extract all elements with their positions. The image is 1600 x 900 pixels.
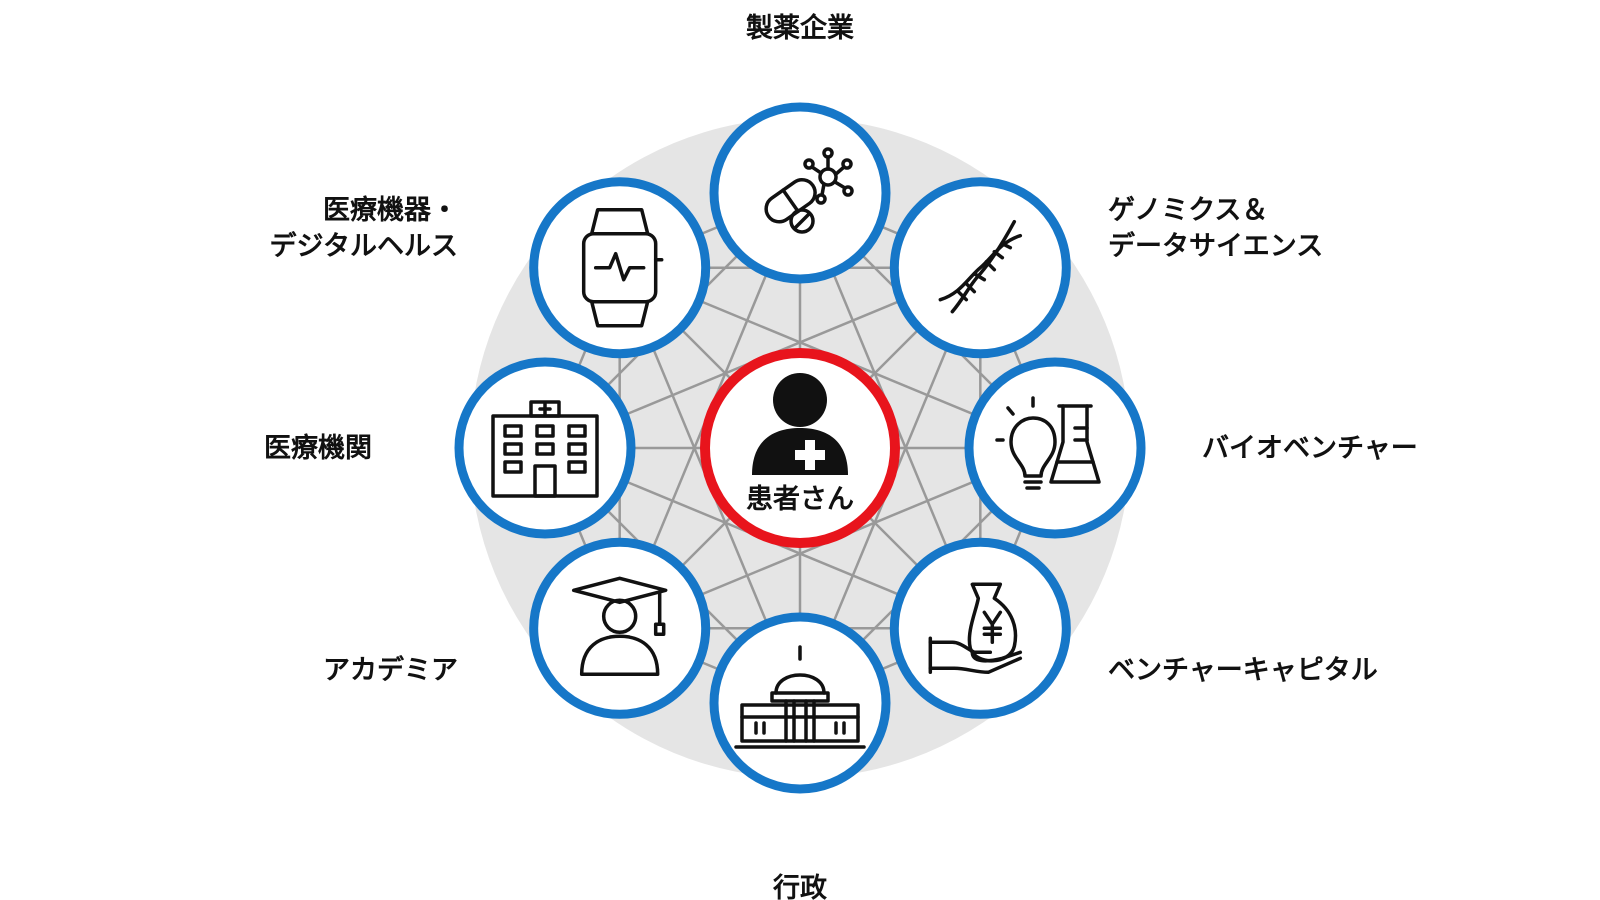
- node-academia: [529, 537, 711, 719]
- node-gov: [709, 612, 891, 794]
- dna-icon: [938, 219, 1023, 314]
- node-label-line: デジタルヘルス: [270, 230, 458, 262]
- node-label-line: ベンチャーキャピタル: [1108, 655, 1378, 686]
- node-vc: [889, 537, 1071, 719]
- node-label-line: アカデミア: [323, 654, 458, 686]
- smartwatch-icon: [581, 207, 664, 328]
- node-label-pharma: 製薬企業: [746, 12, 854, 44]
- node-label-line: 行政: [772, 872, 827, 900]
- node-label-hospital: 医療機関: [264, 433, 372, 464]
- node-label-device: 医療機器・デジタルヘルス: [270, 195, 458, 262]
- center-node: 患者さん: [700, 348, 900, 548]
- node-ring: [709, 612, 891, 794]
- node-label-line: バイオベンチャー: [1202, 433, 1418, 464]
- node-label-gov: 行政: [772, 872, 827, 900]
- node-bio: [964, 357, 1146, 539]
- graduate-icon: [571, 576, 668, 677]
- node-device: [529, 177, 711, 359]
- node-label-line: 医療機器・: [323, 195, 458, 226]
- node-ring: [529, 537, 711, 719]
- node-label-academia: アカデミア: [323, 654, 458, 686]
- medicine-molecule-icon: [764, 147, 854, 234]
- capitol-building-icon: [734, 645, 866, 749]
- node-label-line: 医療機関: [264, 433, 372, 464]
- patient-icon: [752, 373, 848, 475]
- node-ring: [454, 357, 636, 539]
- node-label-bio: バイオベンチャー: [1202, 433, 1418, 464]
- center-label: 患者さん: [746, 484, 854, 515]
- node-label-line: ゲノミクス＆: [1108, 195, 1268, 226]
- node-label-vc: ベンチャーキャピタル: [1108, 655, 1378, 686]
- hand-money-bag-icon: [928, 582, 1023, 675]
- hospital-icon: [491, 400, 599, 498]
- node-pharma: [709, 102, 891, 284]
- lightbulb-flask-icon: [995, 396, 1101, 490]
- node-label-genomics: ゲノミクス＆ データサイエンス: [1108, 195, 1323, 262]
- node-hospital: [454, 357, 636, 539]
- node-label-line: 製薬企業: [746, 12, 854, 44]
- node-ring: [889, 537, 1071, 719]
- node-ring: [709, 102, 891, 284]
- node-genomics: [889, 177, 1071, 359]
- node-label-line: データサイエンス: [1108, 230, 1323, 262]
